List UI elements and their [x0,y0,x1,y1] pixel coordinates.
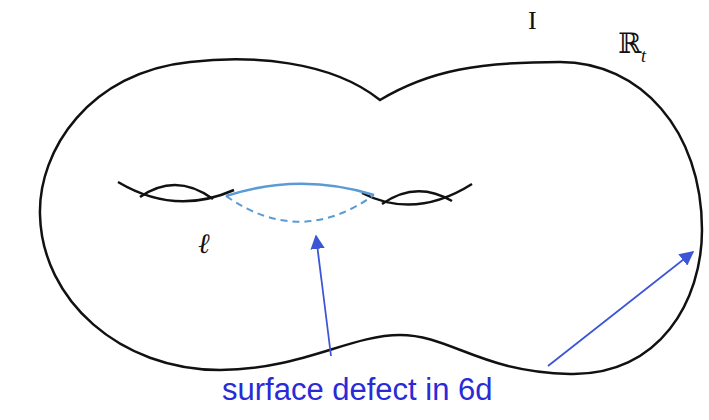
loop-label: ℓ [198,230,210,258]
loop-back [226,195,374,222]
defect-caption: surface defect in 6d [222,374,493,405]
left-hole-upper [140,185,213,199]
loop-front [226,184,374,196]
right-hole-upper [382,191,452,204]
leader-arrow [316,236,331,356]
right-hole-lower [362,184,472,205]
interval-symbol: I [528,8,537,34]
leader-arrow [548,252,693,366]
genus-two-surface [40,59,702,374]
left-hole-lower [118,182,234,201]
time-axis-symbol: ℝ [618,30,641,58]
time-subscript: t [641,47,646,65]
